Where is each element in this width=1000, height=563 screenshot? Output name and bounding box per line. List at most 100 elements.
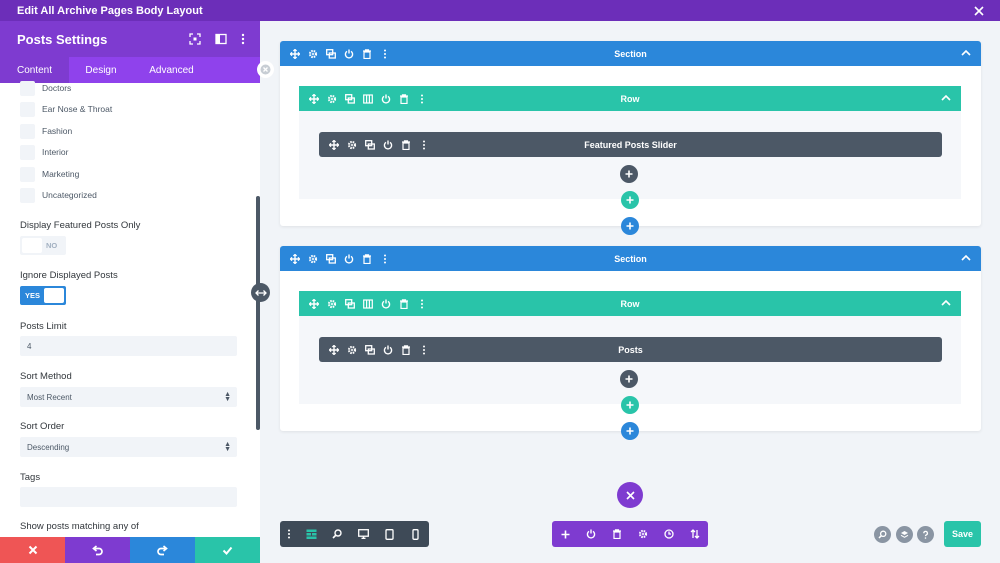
category-item[interactable]: Fashion [20,123,72,139]
trash-icon[interactable] [360,252,373,265]
section-block[interactable]: Section Row [280,41,981,235]
move-icon[interactable] [307,92,320,105]
close-builder-button[interactable] [617,482,643,508]
add-row-button[interactable] [621,191,639,209]
undo-button[interactable] [65,537,130,563]
category-item[interactable]: Ear Nose & Throat [20,101,112,117]
gear-icon[interactable] [345,138,358,151]
add-module-button[interactable] [620,370,638,388]
tags-input[interactable] [20,487,237,507]
gear-icon[interactable] [630,521,656,547]
more-vertical-icon[interactable] [415,297,428,310]
move-icon[interactable] [307,297,320,310]
duplicate-icon[interactable] [324,252,337,265]
trash-icon[interactable] [397,297,410,310]
panel-close-badge[interactable] [257,61,274,78]
columns-icon[interactable] [361,297,374,310]
panel-resize-handle[interactable] [251,283,270,302]
add-section-button[interactable] [621,217,639,235]
power-icon[interactable] [379,92,392,105]
section-header[interactable]: Section [280,246,981,271]
zoom-icon[interactable] [324,521,350,547]
close-window-button[interactable] [971,3,986,18]
help-button[interactable] [917,526,934,543]
panel-scrollbar[interactable] [256,196,260,430]
more-vertical-icon[interactable] [378,252,391,265]
trash-icon[interactable] [360,47,373,60]
row-block[interactable]: Row Featured Posts Slider [299,86,961,199]
trash-icon[interactable] [399,343,412,356]
add-row-button[interactable] [621,396,639,414]
category-checkbox[interactable] [20,101,35,117]
portability-icon[interactable] [578,521,604,547]
chevron-up-icon[interactable] [961,48,971,58]
move-icon[interactable] [327,138,340,151]
gear-icon[interactable] [306,47,319,60]
apply-button[interactable] [195,537,260,563]
posts-limit-input[interactable]: 4 [20,336,237,356]
add-module-button[interactable] [620,165,638,183]
redo-button[interactable] [130,537,195,563]
gear-icon[interactable] [325,297,338,310]
more-vertical-icon[interactable] [378,47,391,60]
tab-advanced[interactable]: Advanced [149,64,194,76]
duplicate-icon[interactable] [363,138,376,151]
panel-menu-button[interactable] [237,33,249,45]
category-checkbox[interactable] [20,166,35,182]
move-icon[interactable] [327,343,340,356]
module-block[interactable]: Posts [319,337,942,362]
save-button[interactable]: Save [944,521,981,547]
layers-button[interactable] [896,526,913,543]
duplicate-icon[interactable] [343,297,356,310]
chevron-up-icon[interactable] [941,298,951,308]
add-icon[interactable] [552,521,578,547]
row-block[interactable]: Row Posts [299,291,961,404]
duplicate-icon[interactable] [343,92,356,105]
wireframe-icon[interactable] [298,521,324,547]
more-vertical-icon[interactable] [280,521,298,547]
sort-order-select[interactable]: Descending ▲▼ [20,437,237,457]
featured-posts-toggle[interactable]: NO [20,236,66,255]
trash-icon[interactable] [604,521,630,547]
dock-panel-button[interactable] [215,33,227,45]
gear-icon[interactable] [325,92,338,105]
trash-icon[interactable] [397,92,410,105]
category-item[interactable]: Interior [20,144,68,160]
search-button[interactable] [874,526,891,543]
history-icon[interactable] [656,521,682,547]
chevron-up-icon[interactable] [941,93,951,103]
tab-content[interactable]: Content [0,57,69,83]
row-header[interactable]: Row [299,291,961,316]
category-item[interactable]: Doctors [20,80,71,96]
category-checkbox[interactable] [20,80,35,96]
gear-icon[interactable] [306,252,319,265]
power-icon[interactable] [379,297,392,310]
section-block[interactable]: Section Row [280,246,981,440]
row-header[interactable]: Row [299,86,961,111]
duplicate-icon[interactable] [363,343,376,356]
tablet-icon[interactable] [376,521,402,547]
power-icon[interactable] [342,252,355,265]
tab-design[interactable]: Design [85,64,117,76]
columns-icon[interactable] [361,92,374,105]
category-checkbox[interactable] [20,144,35,160]
trash-icon[interactable] [399,138,412,151]
desktop-icon[interactable] [350,521,376,547]
more-vertical-icon[interactable] [417,138,430,151]
section-header[interactable]: Section [280,41,981,66]
gear-icon[interactable] [345,343,358,356]
sort-method-select[interactable]: Most Recent ▲▼ [20,387,237,407]
sort-icon[interactable] [682,521,708,547]
fullscreen-button[interactable] [189,33,201,45]
category-item[interactable]: Marketing [20,166,79,182]
power-icon[interactable] [381,343,394,356]
more-vertical-icon[interactable] [415,92,428,105]
chevron-up-icon[interactable] [961,253,971,263]
phone-icon[interactable] [402,521,428,547]
category-checkbox[interactable] [20,187,35,203]
power-icon[interactable] [342,47,355,60]
move-icon[interactable] [288,47,301,60]
duplicate-icon[interactable] [324,47,337,60]
category-checkbox[interactable] [20,123,35,139]
discard-button[interactable] [0,537,65,563]
